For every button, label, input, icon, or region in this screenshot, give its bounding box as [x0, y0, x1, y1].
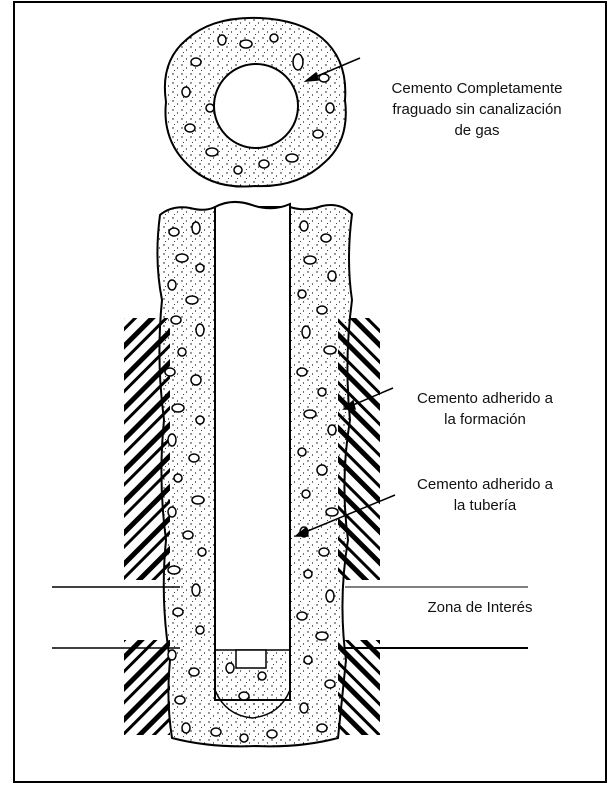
- label-tubing-cement: Cemento adherido a la tubería: [392, 474, 578, 516]
- label-top-cement: Cemento Completamente fraguado sin canal…: [368, 78, 586, 141]
- label-formation-line2: la formación: [392, 409, 578, 430]
- label-top-line2: fraguado sin canalización: [368, 99, 586, 120]
- casing-pipe: [215, 202, 290, 700]
- pipe-shoe: [215, 650, 290, 718]
- label-top-line3: de gas: [368, 120, 586, 141]
- ring-inner-pipe: [214, 64, 298, 148]
- label-zone-of-interest: Zona de Interés: [400, 597, 560, 618]
- label-formation-cement: Cemento adherido a la formación: [392, 388, 578, 430]
- label-zone: Zona de Interés: [400, 597, 560, 618]
- label-tubing-line2: la tubería: [392, 495, 578, 516]
- label-formation-line1: Cemento adherido a: [392, 388, 578, 409]
- label-top-line1: Cemento Completamente: [368, 78, 586, 99]
- label-tubing-line1: Cemento adherido a: [392, 474, 578, 495]
